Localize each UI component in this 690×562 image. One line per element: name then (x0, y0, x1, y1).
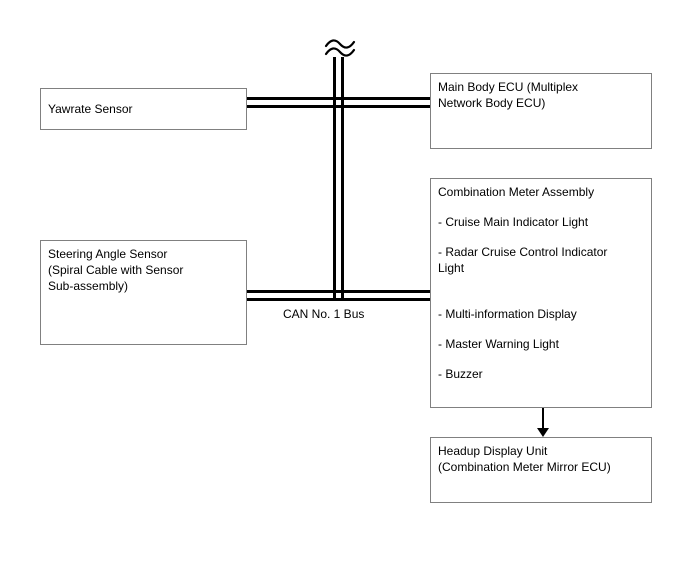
combo-item-buzzer: - Buzzer (438, 367, 483, 381)
can-bus-vertical (333, 57, 344, 301)
combo-item-multi-info: - Multi-information Display (438, 307, 577, 321)
combination-meter-title: Combination Meter Assembly (438, 185, 595, 199)
headup-display-unit-box: Headup Display Unit (Combination Meter M… (430, 437, 652, 503)
arrow-line (542, 408, 544, 429)
can-bus-horizontal-top (247, 97, 430, 108)
combo-item-radar-cruise: - Radar Cruise Control Indicator Light (438, 245, 608, 275)
combo-item-cruise-main: - Cruise Main Indicator Light (438, 215, 589, 229)
yawrate-sensor-label: Yawrate Sensor (48, 102, 133, 116)
combination-meter-assembly-box: Combination Meter Assembly - Cruise Main… (430, 178, 652, 408)
arrow-down-icon (537, 428, 549, 437)
main-body-ecu-box: Main Body ECU (Multiplex Network Body EC… (430, 73, 652, 149)
can-bus-label: CAN No. 1 Bus (283, 307, 365, 321)
combo-item-master-warning: - Master Warning Light (438, 337, 559, 351)
bus-break-squiggle-icon (324, 39, 356, 57)
can-bus-horizontal-bottom (247, 290, 430, 301)
yawrate-sensor-box: Yawrate Sensor (40, 88, 247, 130)
steering-angle-sensor-box: Steering Angle Sensor (Spiral Cable with… (40, 240, 247, 345)
